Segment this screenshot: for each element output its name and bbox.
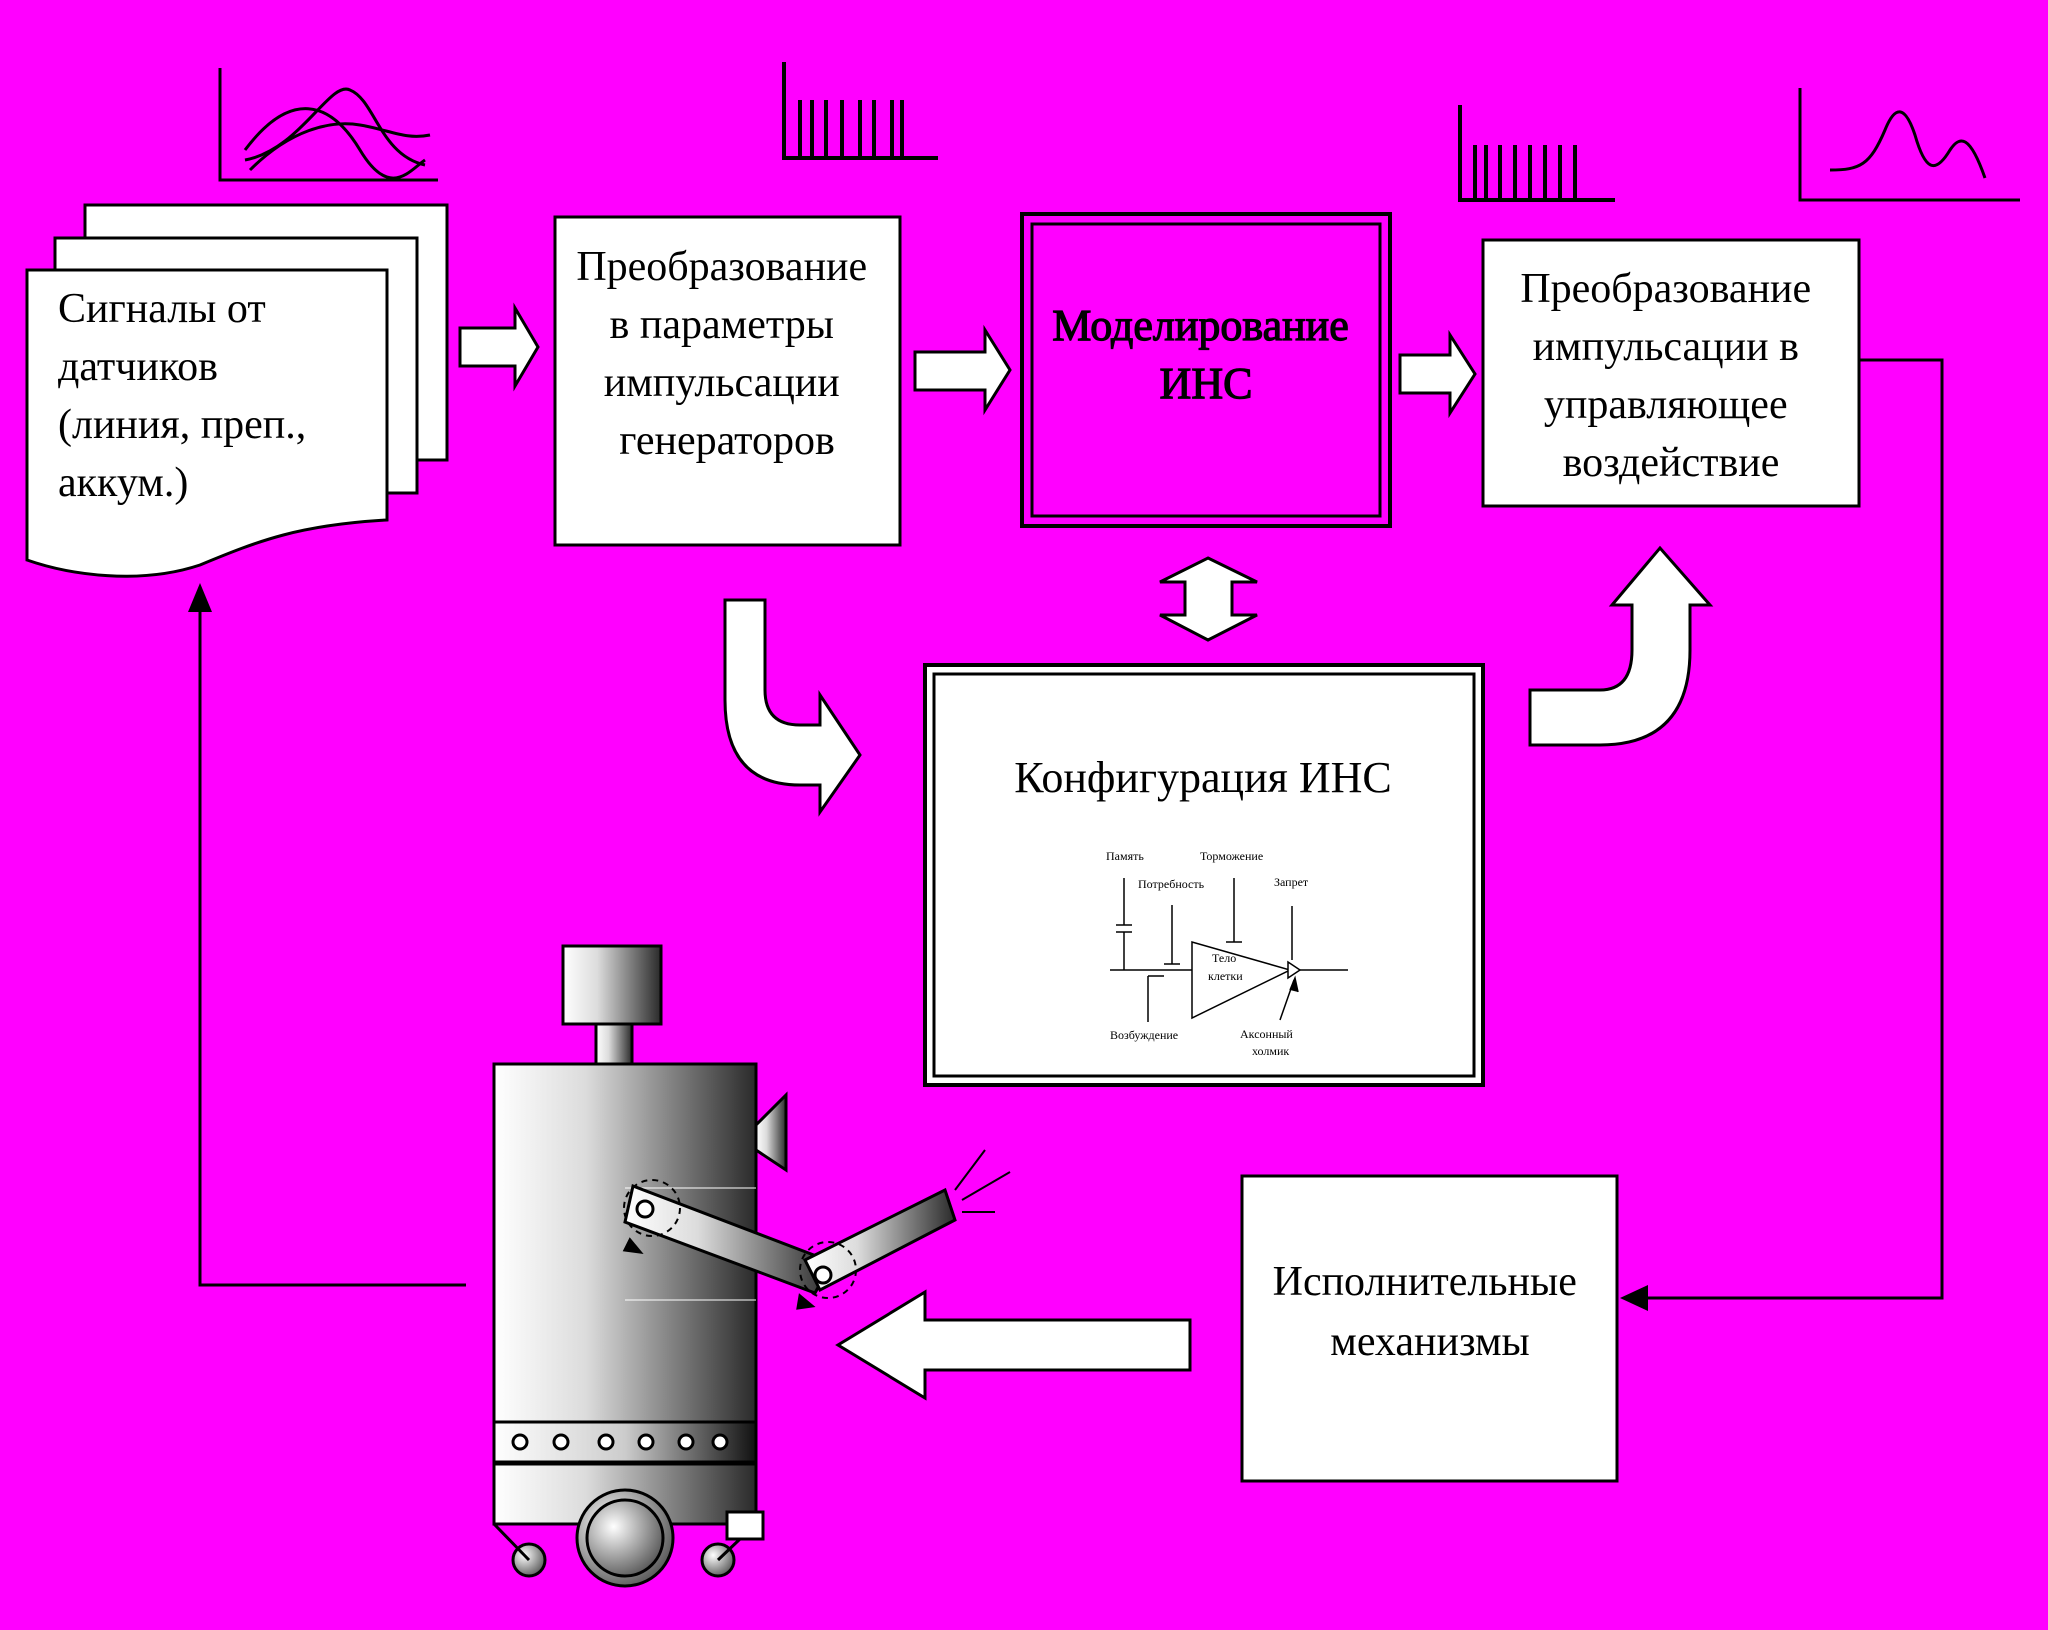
feedback-line-robot-to-sensors [198,605,466,1287]
ban-label: Запрет [1274,875,1309,889]
actuators-arrowhead [1620,1285,1648,1311]
need-label: Потребность [1138,877,1205,891]
neuron-schematic [1110,878,1348,1022]
curved-arrow-to-configuration [723,598,862,817]
feedback-line-control-to-actuators [1628,358,1944,1300]
pulse-train-graph-2 [1458,105,1615,202]
memory-label: Память [1106,849,1144,863]
analog-signals-graph [218,68,438,182]
pulse-control-box [1481,238,1861,508]
excitation-label: Возбуждение [1110,1028,1178,1042]
modeling-label: Моделирование ИНС [1052,301,1360,408]
neuron-labels: Память Торможение Потребность Запрет Тел… [1106,849,1309,1058]
sensor-signals-label: Сигналы от датчиков (линия, преп., аккум… [58,286,317,506]
sensors-arrowhead [188,583,212,612]
sensor-documents-stack [25,203,449,578]
inhibition-label: Торможение [1200,849,1263,863]
configuration-box [923,663,1485,1087]
pulse-control-label: Преобразование импульсации в управляющее… [1520,266,1821,486]
arrow-params-to-modeling [913,324,1012,416]
bidirectional-arrow [1159,556,1258,642]
pulse-params-box [553,215,902,547]
actuators-label: Исполнительные механизмы [1273,1259,1588,1365]
arrow-sensors-to-params [458,302,540,392]
pulse-params-label: Преобразование в параметры импульсации г… [576,244,877,464]
pulse-train-graph-1 [782,62,938,160]
cell-body-label: Тело клетки [1208,951,1243,983]
actuators-box [1240,1174,1619,1483]
curved-arrow-to-control [1528,545,1714,747]
arrow-actuators-to-robot [835,1289,1192,1401]
configuration-title: Конфигурация ИНС [1014,753,1392,802]
control-signal-graph [1798,88,2020,202]
modeling-box [1020,212,1392,528]
robot-illustration [492,944,1011,1588]
arrow-modeling-to-control [1398,329,1477,419]
axon-hillock-label: Аксонный холмик [1240,1027,1296,1058]
